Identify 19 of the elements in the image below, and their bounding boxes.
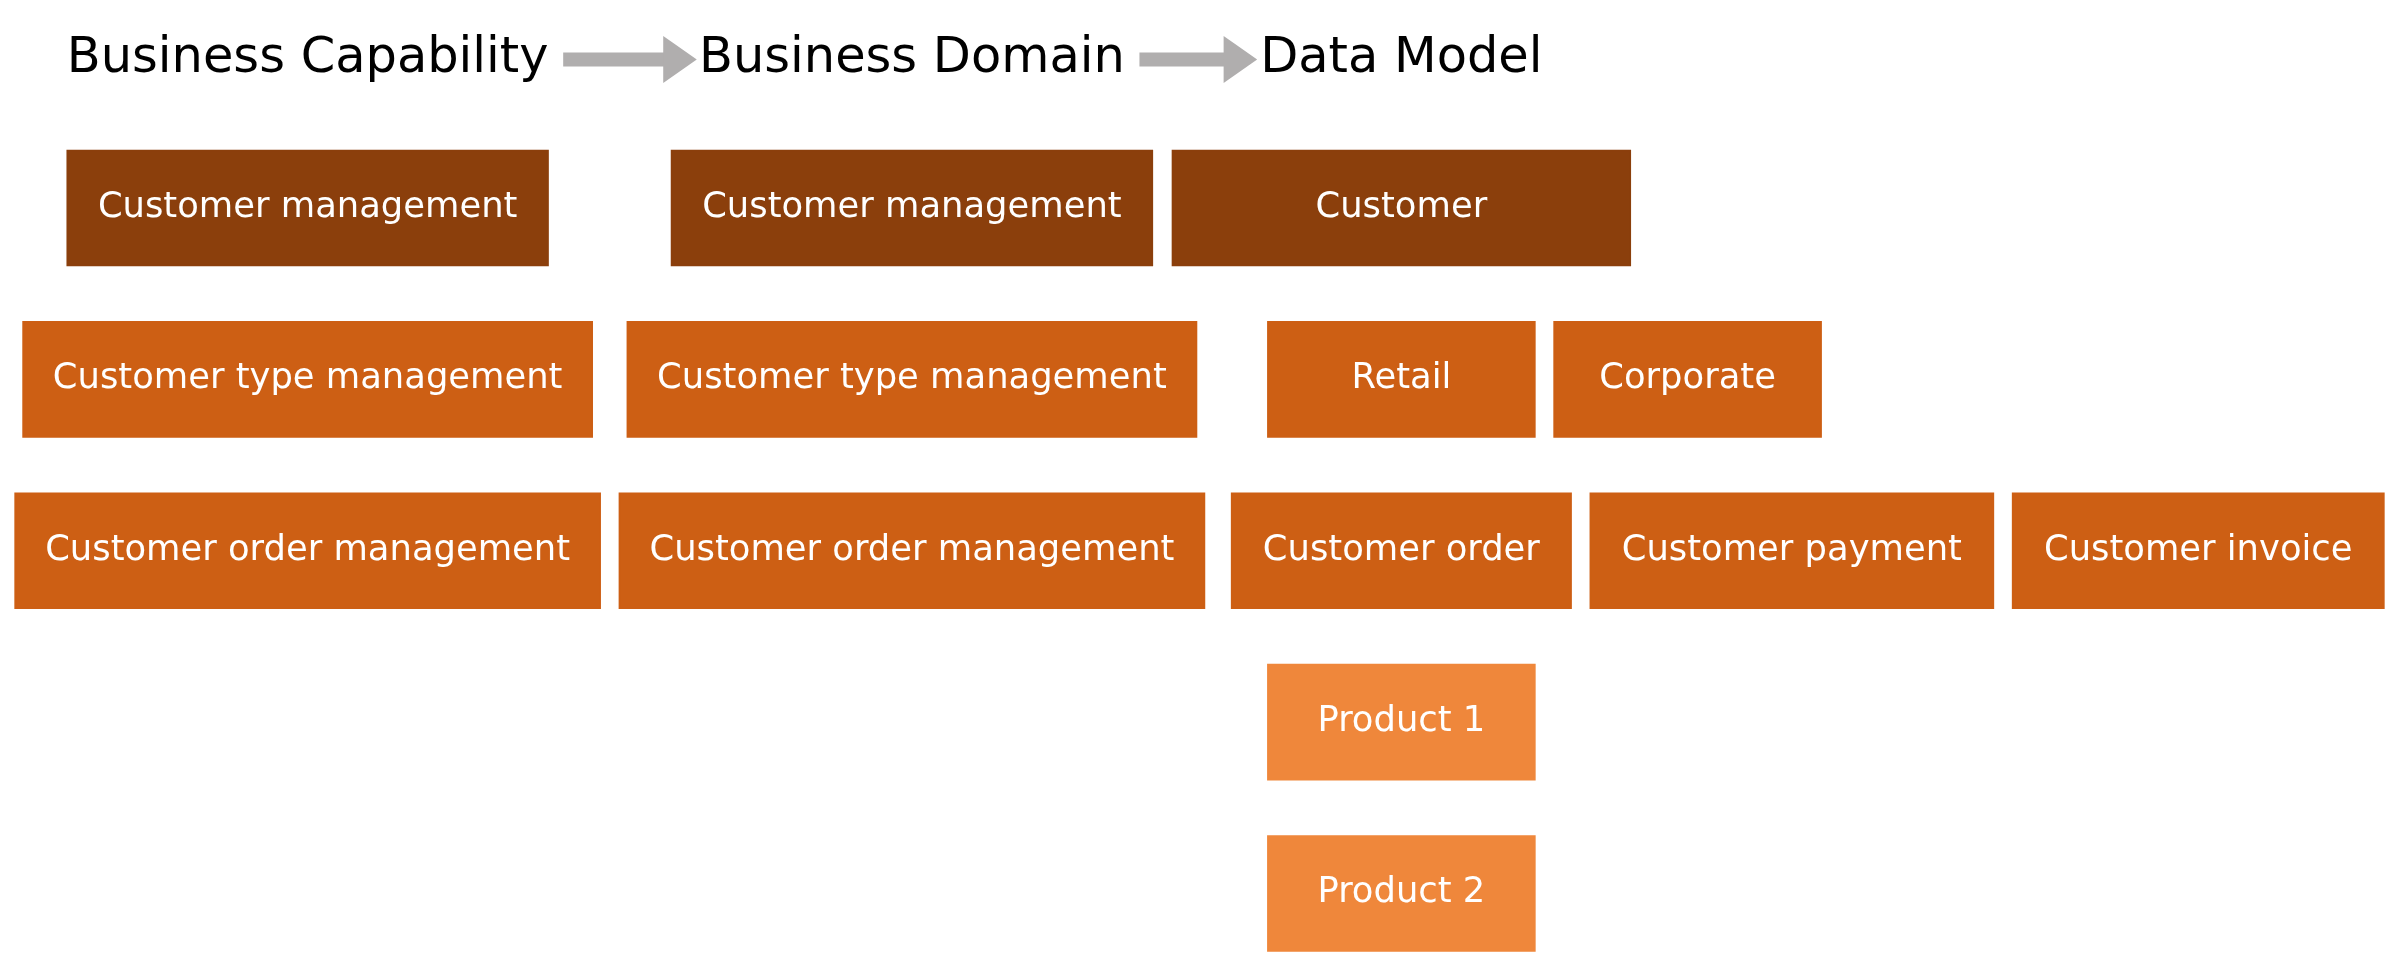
- arrow: [1139, 36, 1258, 83]
- node-box: Customer type management: [22, 321, 593, 438]
- arrow: [563, 36, 697, 83]
- node-text: Business Domain: [699, 25, 1125, 84]
- node-box: Customer order management: [14, 492, 601, 610]
- node-box: Customer payment: [1589, 492, 1995, 610]
- node-box: Customer management: [66, 149, 549, 267]
- node-box: Customer invoice: [2011, 492, 2385, 610]
- node-box: Product 1: [1267, 663, 1536, 781]
- node-box: Customer type management: [626, 321, 1198, 438]
- node-box: Corporate: [1553, 321, 1822, 438]
- node-box: Customer order: [1230, 492, 1572, 610]
- node-box: Customer: [1171, 149, 1632, 267]
- node-text: Business Capability: [66, 25, 549, 84]
- node-box: Customer management: [670, 149, 1154, 267]
- node-box: Product 2: [1267, 835, 1536, 952]
- node-box: Retail: [1267, 321, 1536, 438]
- node-text: Data Model: [1260, 25, 1543, 84]
- node-box: Customer order management: [618, 492, 1206, 610]
